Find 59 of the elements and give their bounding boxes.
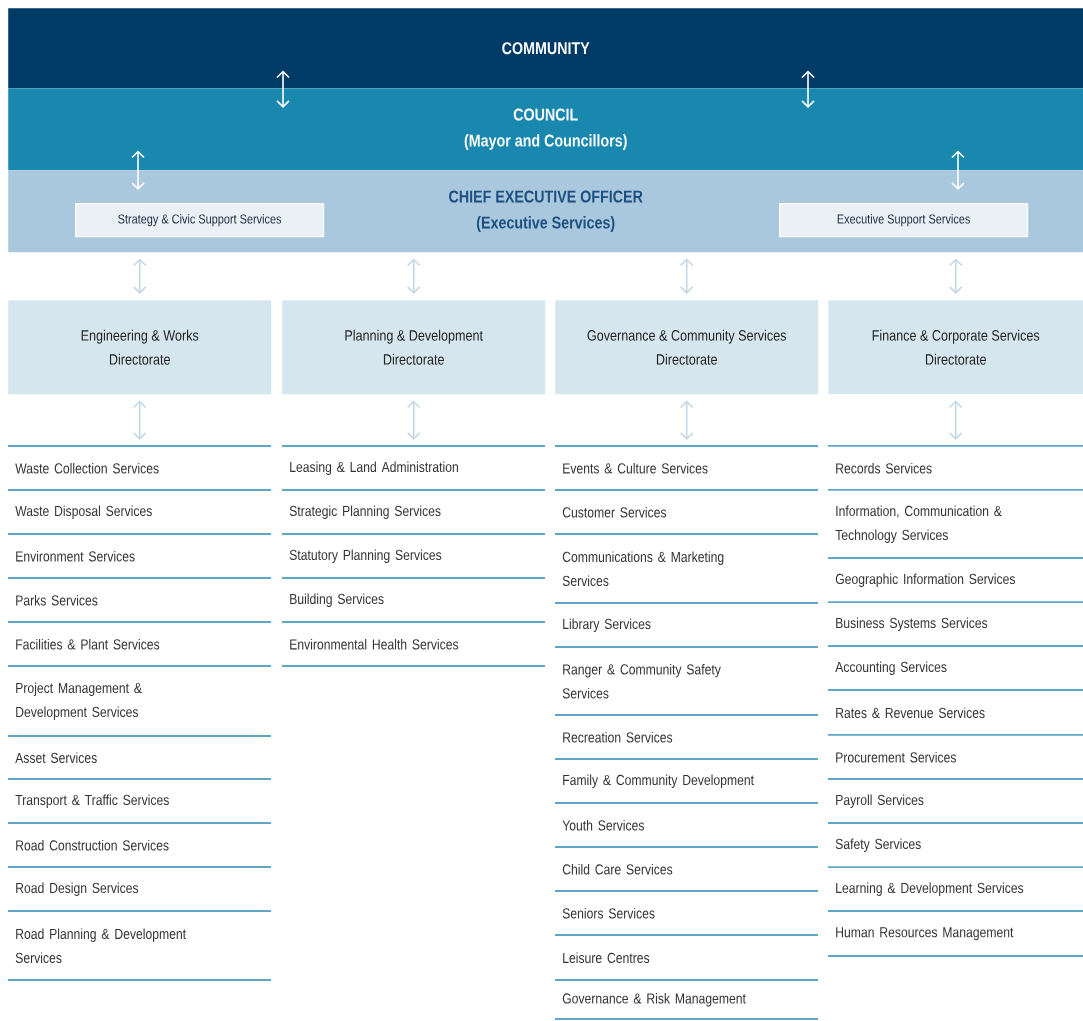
double-arrow xyxy=(406,258,421,294)
service-row: Road Construction Services xyxy=(7,839,272,868)
service-row: Strategic Planning Services xyxy=(281,505,546,535)
double-arrow xyxy=(132,258,147,294)
double-arrow xyxy=(679,400,694,440)
service-row: Youth Services xyxy=(554,819,819,848)
double-arrow xyxy=(406,400,421,440)
service-row: Ranger & Community Safety Services xyxy=(554,663,819,716)
directorate-box: Finance & Corporate Services Directorate xyxy=(828,300,1083,395)
service-row: Waste Collection Services xyxy=(7,445,272,491)
service-row: Communications & Marketing Services xyxy=(554,551,819,604)
service-row: Learning & Development Services xyxy=(827,882,1083,912)
service-row: Geographic Information Services xyxy=(827,573,1083,603)
service-row: Child Care Services xyxy=(554,863,819,892)
service-row: Leisure Centres xyxy=(554,952,819,981)
service-row: Leasing & Land Administration xyxy=(281,445,546,491)
service-row: Building Services xyxy=(281,593,546,623)
service-row: Environmental Health Services xyxy=(281,638,546,667)
support-box: Executive Support Services xyxy=(779,203,1029,238)
directorate-box: Planning & Development Directorate xyxy=(282,300,546,395)
service-row: Records Services xyxy=(827,445,1083,491)
service-row: Human Resources Management xyxy=(827,927,1083,957)
service-row: Governance & Risk Management xyxy=(554,992,819,1020)
service-row: Safety Services xyxy=(827,838,1083,868)
service-row: Road Planning & Development Services xyxy=(7,928,272,981)
service-row: Recreation Services xyxy=(554,731,819,760)
service-row: Parks Services xyxy=(7,594,272,623)
service-row: Facilities & Plant Services xyxy=(7,638,272,667)
support-box: Strategy & Civic Support Services xyxy=(75,203,325,238)
organization-band: COMMUNITY xyxy=(8,8,1083,89)
service-row: Environment Services xyxy=(7,550,272,579)
service-row: Seniors Services xyxy=(554,907,819,936)
service-row: Asset Services xyxy=(7,752,272,780)
organization-band: COUNCIL (Mayor and Councillors) xyxy=(8,88,1083,171)
double-arrow xyxy=(801,70,815,108)
service-row: Information, Communication & Technology Services xyxy=(827,505,1083,559)
service-row: Waste Disposal Services xyxy=(7,505,272,535)
service-row: Family & Community Development xyxy=(554,774,819,804)
double-arrow xyxy=(679,258,694,294)
service-row: Rates & Revenue Services xyxy=(827,707,1083,736)
service-row: Payroll Services xyxy=(827,794,1083,824)
service-row: Road Design Services xyxy=(7,882,272,912)
service-row: Transport & Traffic Services xyxy=(7,794,272,824)
double-arrow xyxy=(276,70,290,108)
service-row: Library Services xyxy=(554,618,819,648)
service-row: Events & Culture Services xyxy=(554,445,819,491)
service-row: Project Management & Development Services xyxy=(7,682,272,737)
double-arrow xyxy=(948,400,963,440)
directorate-box: Governance & Community Services Directorate xyxy=(555,300,819,395)
service-row: Statutory Planning Services xyxy=(281,549,546,579)
double-arrow xyxy=(948,258,963,294)
double-arrow xyxy=(131,150,145,190)
service-row: Business Systems Services xyxy=(827,617,1083,647)
double-arrow xyxy=(951,150,965,190)
service-row: Accounting Services xyxy=(827,661,1083,691)
service-row: Procurement Services xyxy=(827,751,1083,780)
service-row: Customer Services xyxy=(554,506,819,535)
double-arrow xyxy=(132,400,147,440)
directorate-box: Engineering & Works Directorate xyxy=(8,300,272,395)
